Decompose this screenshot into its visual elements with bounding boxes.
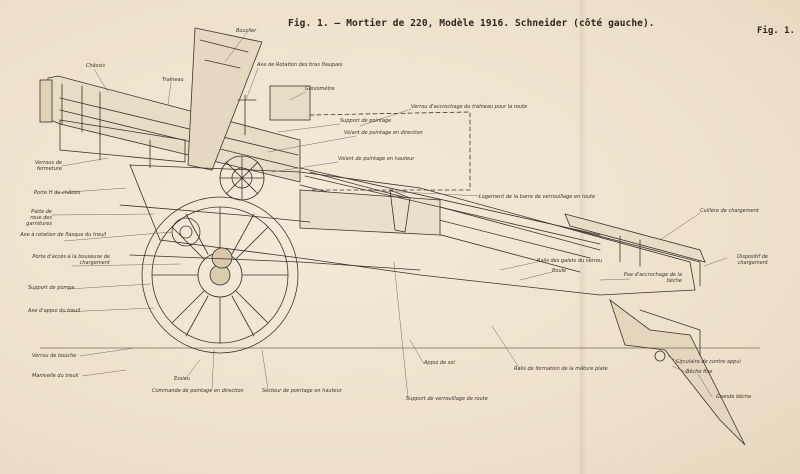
figure-number: Fig. 1. — [757, 26, 795, 36]
label-axe-rotation: Axe de Rotation des bras flasques — [257, 62, 343, 68]
label-porte-acces: Porte d'accès à la bouseuse de chargemen… — [32, 254, 110, 266]
label-axe-appui: Axe d'appui du treuil — [28, 308, 81, 314]
label-verrou-accrochage: Verrou d'accrochage du traîneau pour la … — [411, 104, 528, 110]
label-logement-barre: Logement de la barre de verrouillage en … — [479, 194, 596, 200]
label-volant-hauteur: Volant de pointage en hauteur — [338, 156, 415, 162]
label-verrou-bouche: Verrou de bouche — [32, 353, 77, 359]
label-poe-accrochage: Poe d'accrochage de la bêche — [623, 272, 682, 284]
label-commande-pointage: Commande de pointage en direction — [152, 388, 244, 394]
label-patte-roue: Patte de roue des garnitures — [26, 209, 52, 227]
label-volant-direction: Volant de pointage en direction — [344, 130, 423, 136]
label-dispositif: Dispositif de chargement — [736, 254, 768, 266]
label-beche-fixe: Bêche fixe — [686, 369, 713, 375]
figure-title: Fig. 1. — Mortier de 220, Modèle 1916. S… — [288, 18, 655, 29]
label-boule: Boule — [552, 268, 567, 274]
label-manivelle: Manivelle du treuil — [32, 373, 79, 379]
label-bouclier: Bouclier — [236, 28, 257, 34]
label-rails-galets: Rails des galets du verrou — [537, 258, 603, 264]
wheel — [141, 196, 299, 354]
label-grande-beche: Grande bêche — [716, 394, 752, 400]
label-rails-formation: Rails de formation de la mâture plate — [514, 366, 608, 372]
label-support-verrouillage: Support de verrouillage de route — [406, 396, 488, 402]
label-essieu: Essieu — [174, 376, 191, 382]
label-porte-chassis: Porte H du châssis — [34, 190, 81, 196]
label-support-pompe: Support de pompe — [28, 285, 75, 291]
label-verrous-fermeture: Verrous de fermeture — [35, 160, 62, 172]
barrel — [39, 75, 301, 183]
label-circulaire: Circulaire de contre appui — [676, 359, 741, 365]
label-cuiller: Cuillère de chargement — [700, 208, 759, 214]
label-chassis: Châssis — [86, 63, 105, 69]
label-axe-rotation-flasque: Axe à rotation de flasque du treuil — [20, 232, 106, 238]
shield — [187, 27, 263, 171]
label-support-pointage: Support de pointage — [340, 118, 392, 124]
label-goniometre: Goniomètre — [305, 86, 335, 92]
label-secteur-pointage: Secteur de pointage en hauteur — [262, 388, 342, 394]
label-traineau: Traîneau — [162, 77, 184, 83]
label-appui-sol: Appui de sol — [424, 360, 455, 366]
